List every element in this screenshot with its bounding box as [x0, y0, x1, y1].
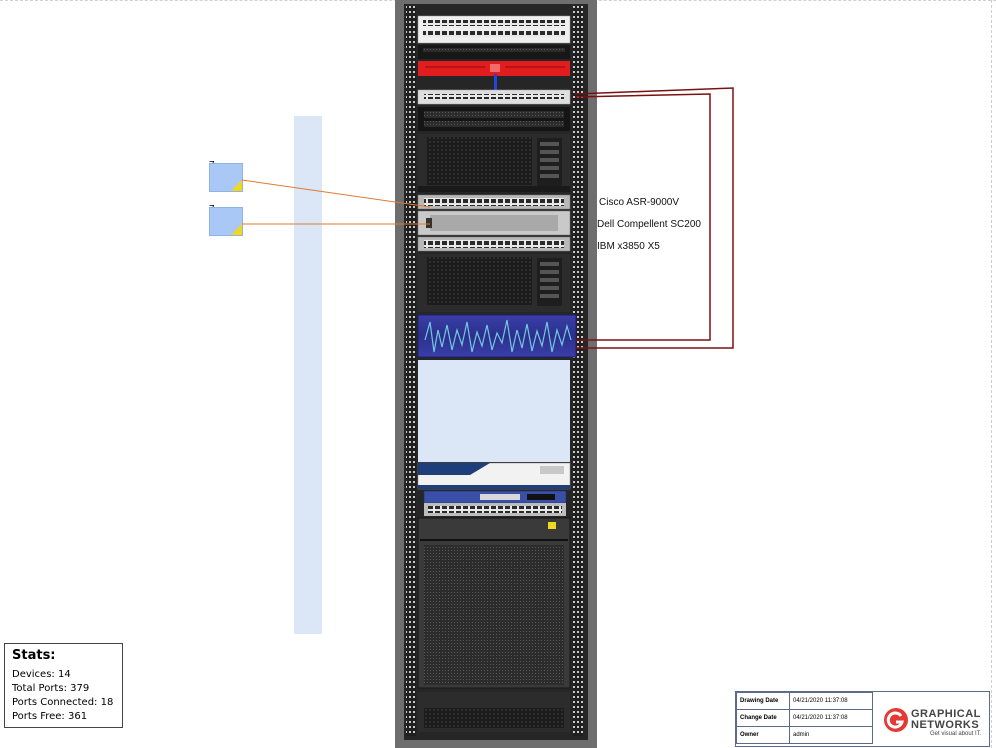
graphical-networks-logo: GRAPHICAL NETWORKS Get visual about IT.: [881, 702, 985, 738]
drawing-date-label: Drawing Date: [736, 692, 790, 710]
rack-device-patch-panel-1: [417, 15, 571, 44]
page-border-right: [991, 0, 992, 748]
rack-device-switch: [417, 89, 571, 105]
rack-rail-left: [406, 6, 416, 736]
rack-device-fortinet: [423, 490, 567, 516]
power-distribution-unit[interactable]: [294, 116, 322, 634]
rack-device-ibm-x3850: [417, 236, 571, 252]
rack-device-server-upper: [418, 134, 570, 192]
copper-cable: [241, 179, 431, 208]
stats-panel: Stats: Devices: 14 Total Ports: 379 Port…: [4, 643, 123, 728]
rack-device-blue-array: [417, 314, 577, 358]
logo-text-line1: GRAPHICAL: [911, 708, 981, 720]
change-date-value: 04/21/2020 11:37:08: [789, 709, 873, 727]
fiber-cable: [574, 93, 711, 341]
change-date-label: Change Date: [736, 709, 790, 727]
warning-corner-icon: [231, 224, 242, 235]
stats-title: Stats:: [12, 648, 56, 663]
rack-device-black-1u: [418, 107, 570, 131]
rack-device-dell-compellent: [417, 210, 571, 236]
stats-ports-connected: Ports Connected: 18: [12, 697, 114, 708]
rack-device-bottom: [418, 692, 570, 732]
rack-device-cisco-asr: [417, 194, 571, 210]
rack-rail-right: [573, 6, 583, 736]
rack-device-chassis: [417, 517, 571, 689]
stats-devices: Devices: 14: [12, 669, 71, 680]
port-box[interactable]: [209, 163, 243, 192]
title-block-table: Drawing Date 04/21/2020 11:37:08 Change …: [736, 692, 873, 744]
device-label: IBM x3850 X5: [597, 241, 660, 252]
owner-value: admin: [789, 726, 873, 744]
stats-total-ports: Total Ports: 379: [12, 683, 90, 694]
rack-device-patch-panel-2: [418, 45, 570, 59]
logo-text-line2: NETWORKS: [911, 719, 980, 731]
logo-g-icon: [884, 708, 908, 732]
port-box[interactable]: [209, 207, 243, 236]
rack-device-appliance: [417, 462, 571, 490]
rack-device-server-lower: [418, 254, 570, 312]
fiber-cable: [574, 87, 734, 349]
drawing-date-value: 04/21/2020 11:37:08: [789, 692, 873, 710]
title-block: Drawing Date 04/21/2020 11:37:08 Change …: [735, 691, 990, 747]
owner-label: Owner: [736, 726, 790, 744]
rack-device-red-panel: [418, 61, 570, 76]
logo-tagline: Get visual about IT.: [930, 731, 982, 737]
rack-empty-space: [418, 360, 570, 462]
device-label: Dell Compellent SC200: [597, 219, 701, 230]
device-label: Cisco ASR-9000V: [599, 197, 680, 208]
warning-corner-icon: [231, 180, 242, 191]
patch-cable-blue: [494, 74, 497, 91]
stats-ports-free: Ports Free: 361: [12, 711, 88, 722]
